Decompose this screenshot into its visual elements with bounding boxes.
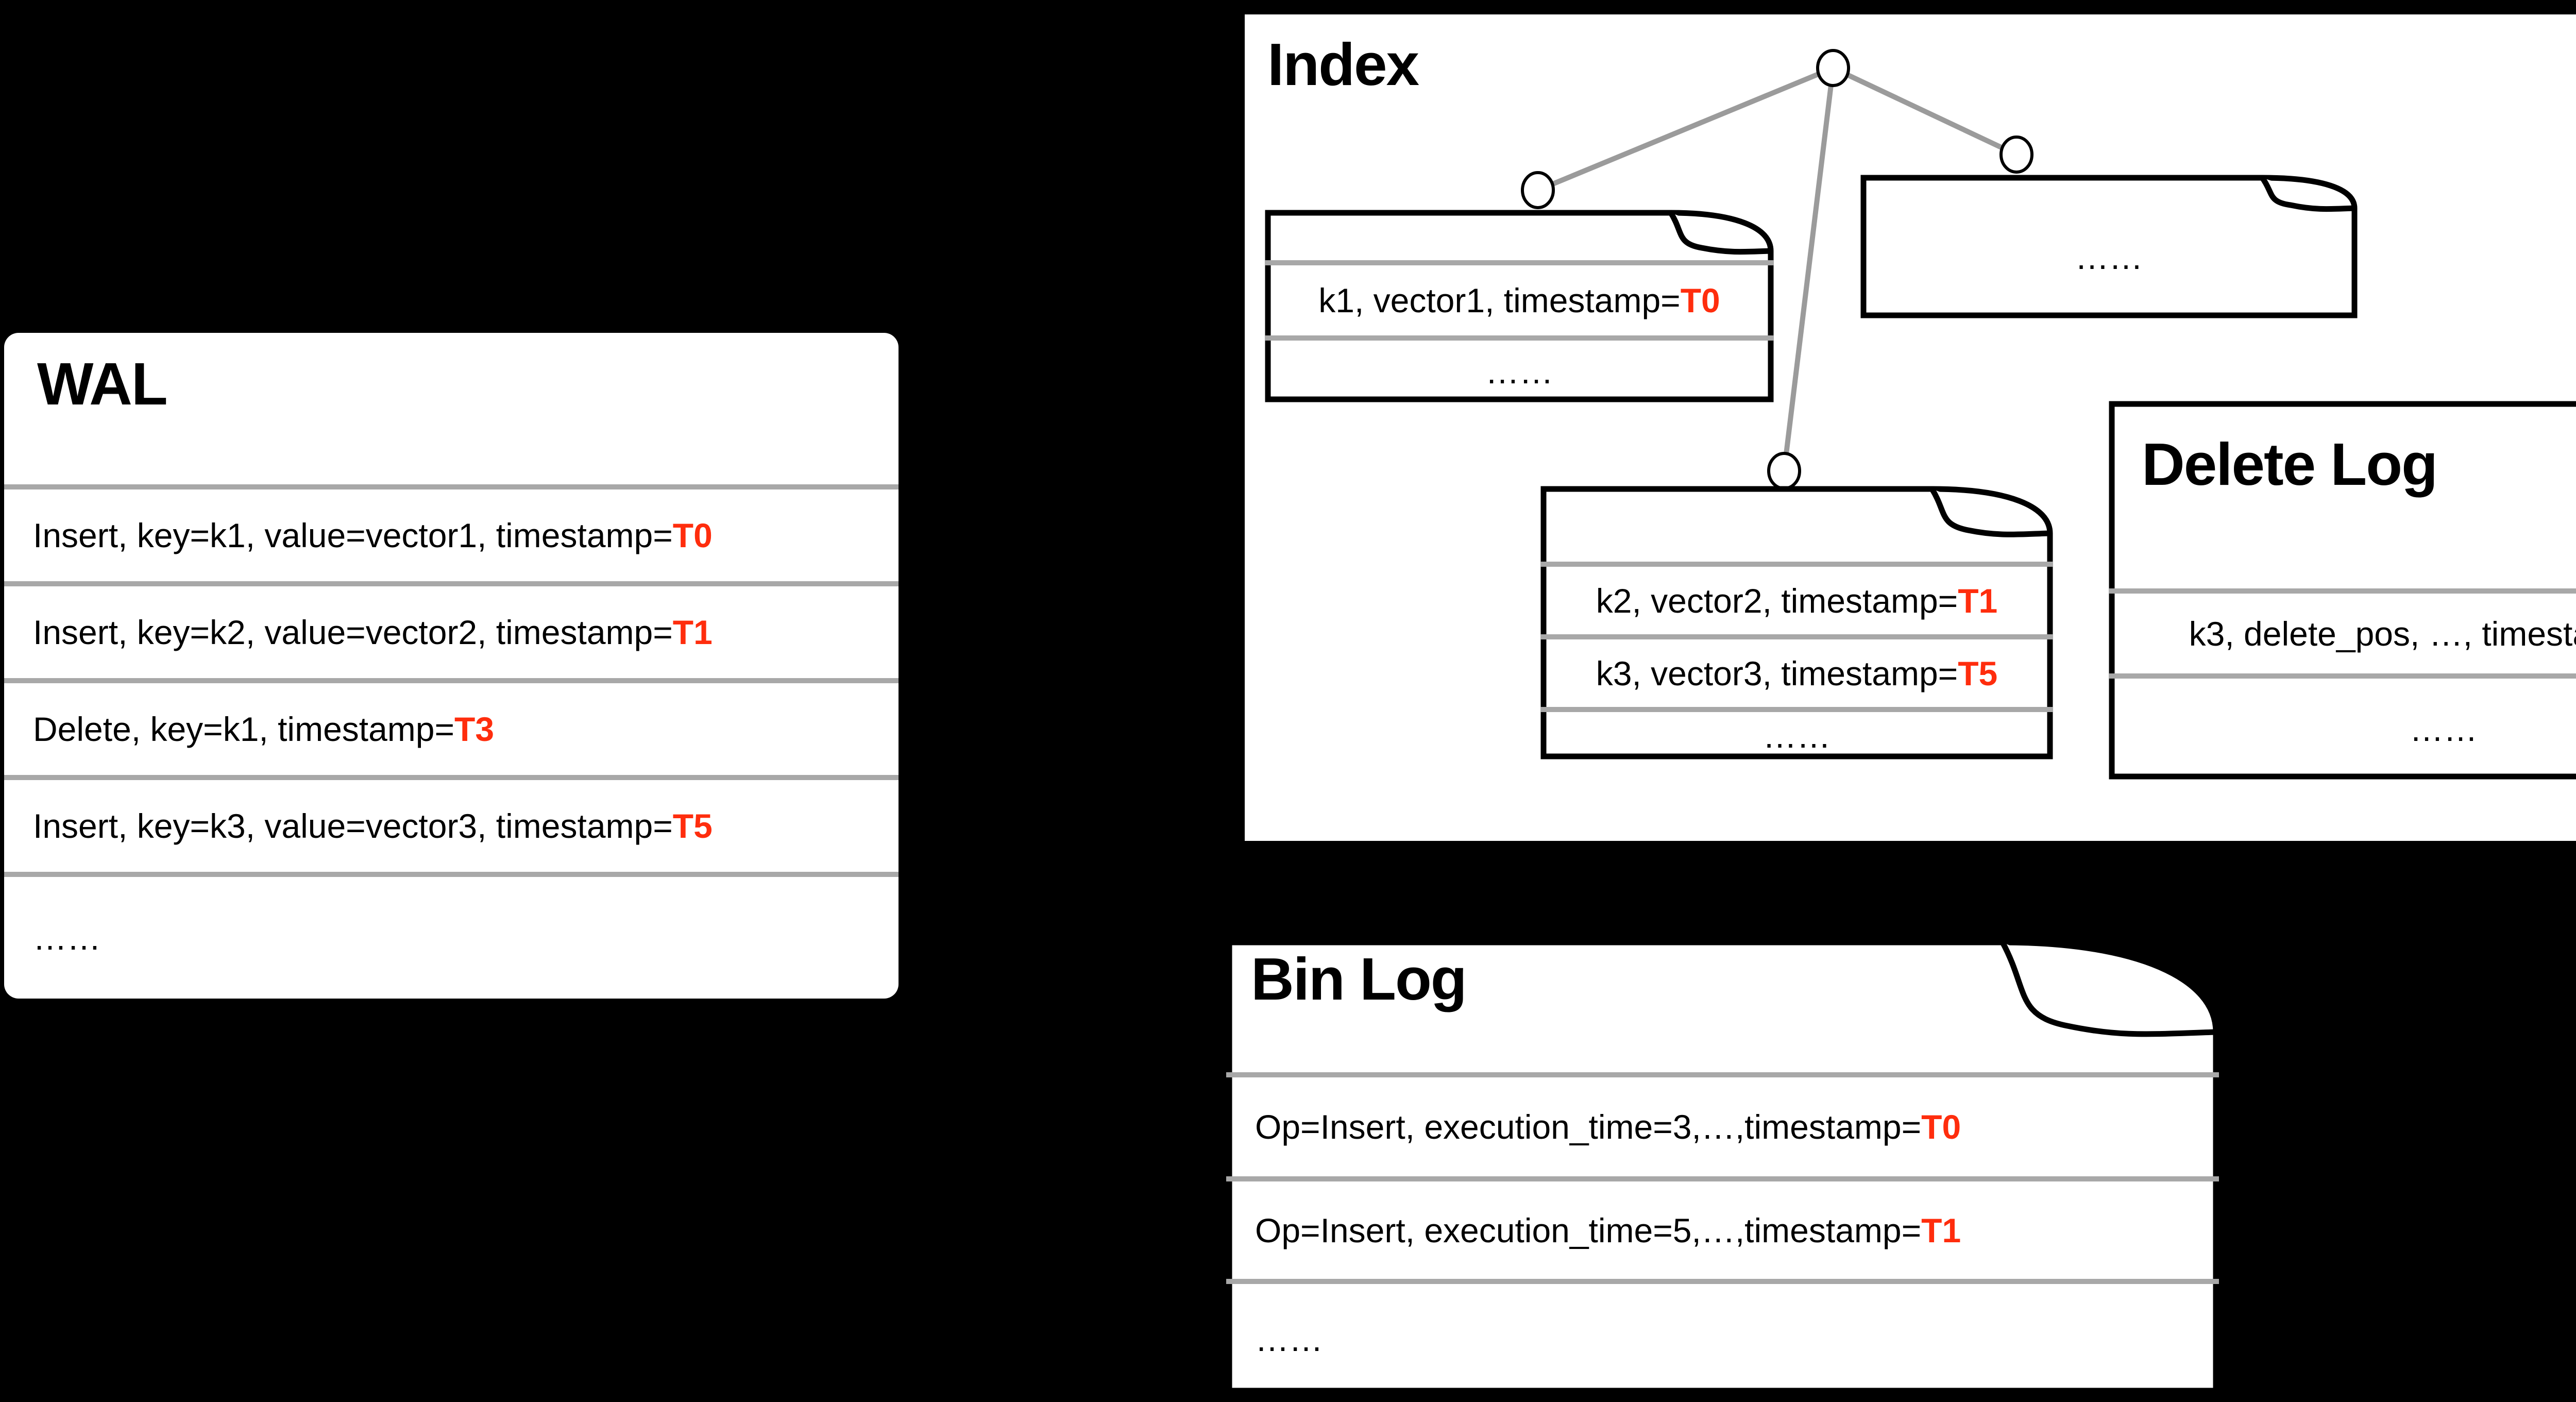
index-segment-doc-b: …… [1860, 175, 2358, 318]
index-segment-doc-a: k1, vector1, timestamp=T0 …… [1265, 210, 1774, 402]
tree-edge [1537, 65, 1834, 193]
row-highlight-timestamp: T1 [1958, 581, 1998, 620]
row-text: k3, delete_pos, …, timestamp= [2189, 614, 2576, 653]
document-outline [1265, 210, 1774, 402]
delete-log-doc: Delete Log k3, delete_pos, …, timestamp=… [2109, 401, 2576, 780]
log-row: …… [1265, 335, 1774, 402]
row-text: Op=Insert, execution_time=5,…,timestamp= [1255, 1211, 1922, 1249]
row-text: Insert, key=k1, value=vector1, timestamp… [33, 516, 673, 554]
row-text: Delete, key=k1, timestamp= [33, 710, 455, 748]
folded-corner [2260, 176, 2355, 212]
index-panel: Index k1, vector1, timestamp=T0 …… [1245, 14, 2576, 841]
row-text: …… [2075, 238, 2143, 276]
log-row: …… [1226, 1279, 2219, 1394]
folded-corner [1929, 487, 2050, 537]
wal-panel: WAL Insert, key=k1, value=vector1, times… [4, 333, 899, 999]
segment-rows: k2, vector2, timestamp=T1 k3, vector3, t… [1540, 562, 2053, 759]
log-row: k2, vector2, timestamp=T1 [1540, 562, 2053, 634]
delete-log-rows: k3, delete_pos, …, timestamp=T3 …… [2109, 588, 2576, 780]
index-tree [1521, 49, 2033, 490]
tree-node-right [1999, 136, 2033, 174]
folded-corner [1668, 211, 1771, 255]
row-highlight-timestamp: T3 [454, 710, 495, 748]
delete-log-title: Delete Log [2142, 431, 2438, 498]
row-highlight-timestamp: T0 [1921, 1108, 1961, 1146]
tree-node-root [1816, 49, 1850, 87]
row-highlight-timestamp: T0 [1680, 281, 1720, 319]
row-highlight-timestamp: T5 [1958, 654, 1998, 692]
index-segment-doc-c: k2, vector2, timestamp=T1 k3, vector3, t… [1540, 486, 2053, 759]
row-text: …… [33, 919, 101, 957]
wal-rows: Insert, key=k1, value=vector1, timestamp… [4, 484, 899, 999]
bin-log-rows: Op=Insert, execution_time=3,…,timestamp=… [1226, 1072, 2219, 1394]
log-row: …… [2109, 673, 2576, 780]
folded-corner [2000, 941, 2216, 1037]
log-row: Insert, key=k3, value=vector3, timestamp… [4, 775, 899, 872]
log-row: k3, vector3, timestamp=T5 [1540, 634, 2053, 707]
tree-node-middle [1767, 452, 1801, 490]
row-highlight-timestamp: T0 [672, 516, 713, 554]
row-text: k2, vector2, timestamp= [1596, 581, 1958, 620]
segment-rows: k1, vector1, timestamp=T0 …… [1265, 260, 1774, 402]
wal-title: WAL [37, 350, 168, 417]
tree-node-left [1521, 171, 1555, 209]
row-text: …… [1485, 352, 1553, 391]
log-row: Insert, key=k2, value=vector2, timestamp… [4, 581, 899, 678]
tree-edge [1782, 67, 1836, 471]
log-row: k1, vector1, timestamp=T0 [1265, 260, 1774, 335]
row-text: Insert, key=k3, value=vector3, timestamp… [33, 807, 673, 845]
row-highlight-timestamp: T1 [1921, 1211, 1961, 1249]
document-outline [1226, 939, 2219, 1394]
row-text: …… [1255, 1320, 1323, 1358]
segment-rows: …… [1860, 175, 2358, 318]
row-text: …… [1762, 717, 1831, 755]
document-outline [1540, 486, 2053, 759]
row-text: Insert, key=k2, value=vector2, timestamp… [33, 613, 673, 651]
log-row: Op=Insert, execution_time=5,…,timestamp=… [1226, 1176, 2219, 1279]
row-text: k1, vector1, timestamp= [1318, 281, 1681, 319]
row-highlight-timestamp: T1 [672, 613, 713, 651]
bin-log-title: Bin Log [1251, 945, 1467, 1012]
log-row: Insert, key=k1, value=vector1, timestamp… [4, 484, 899, 581]
log-row: Op=Insert, execution_time=3,…,timestamp=… [1226, 1072, 2219, 1176]
bin-log-doc: Bin Log Op=Insert, execution_time=3,…,ti… [1226, 939, 2219, 1394]
index-title: Index [1267, 31, 1419, 98]
log-row: k3, delete_pos, …, timestamp=T3 [2109, 588, 2576, 673]
row-text: …… [2410, 710, 2478, 748]
row-text: k3, vector3, timestamp= [1596, 654, 1958, 692]
document-outline [1860, 175, 2358, 318]
row-text: Op=Insert, execution_time=3,…,timestamp= [1255, 1108, 1922, 1146]
log-row: …… [4, 872, 899, 999]
tree-edge [1832, 65, 2018, 157]
log-row: Delete, key=k1, timestamp=T3 [4, 678, 899, 775]
log-row: …… [1540, 707, 2053, 759]
row-highlight-timestamp: T5 [672, 807, 713, 845]
